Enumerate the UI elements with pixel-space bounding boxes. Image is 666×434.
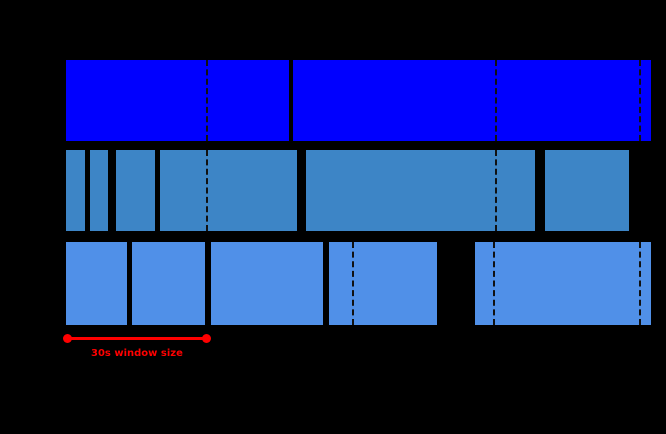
window-boundary-dashed-line <box>352 242 354 325</box>
window-boundary-dashed-line <box>495 60 497 141</box>
timeline-segment <box>66 60 289 141</box>
timeline-segment <box>475 242 651 325</box>
window-boundary-dashed-line <box>206 150 208 231</box>
timeline-segment <box>545 150 629 231</box>
window-boundary-dashed-line <box>639 242 641 325</box>
timeline-segment <box>293 60 651 141</box>
window-size-measure-start-cap <box>63 334 72 343</box>
timeline-segment <box>306 150 535 231</box>
window-boundary-dashed-line <box>639 60 641 141</box>
window-size-measure-line <box>68 337 206 340</box>
window-size-measure-end-cap <box>202 334 211 343</box>
timeline-segment <box>329 242 437 325</box>
window-size-label: 30s window size <box>91 348 183 359</box>
timeline-segment <box>66 150 85 231</box>
window-boundary-dashed-line <box>493 242 495 325</box>
timeline-segment <box>116 150 155 231</box>
window-boundary-dashed-line <box>495 150 497 231</box>
timeline-segment <box>132 242 205 325</box>
window-boundary-dashed-line <box>206 60 208 141</box>
timeline-segment <box>66 242 127 325</box>
timeline-segment <box>211 242 323 325</box>
timeline-segment <box>160 150 297 231</box>
timeline-segment <box>90 150 108 231</box>
